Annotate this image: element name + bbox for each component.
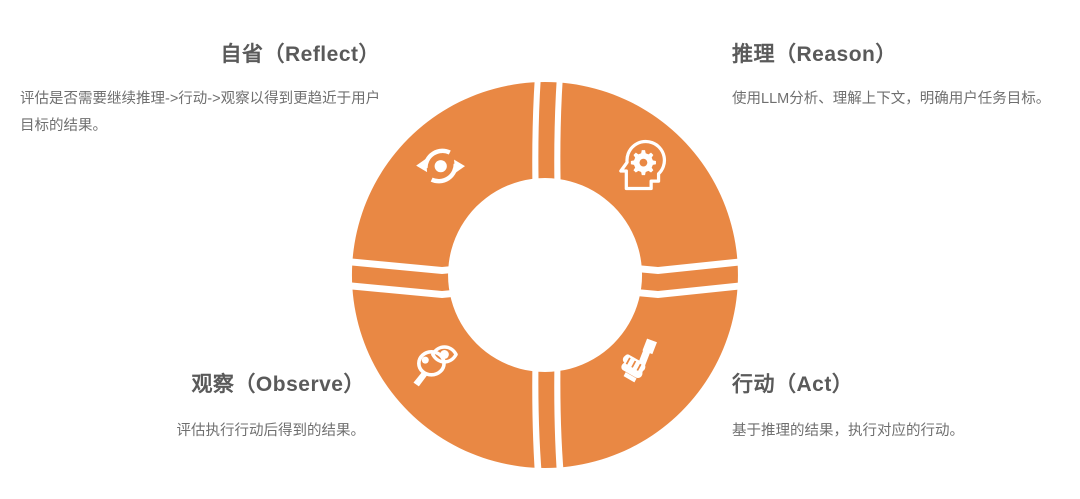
magnifier-eye-icon (413, 345, 458, 387)
ring-segment-group (351, 82, 738, 469)
hand-hammer-icon (621, 338, 657, 383)
stage-block-reflect: 自省（Reflect） 评估是否需要继续推理->行动->观察以得到更趋近于用户目… (20, 42, 380, 140)
stage-block-reason: 推理（Reason） 使用LLM分析、理解上下文，明确用户任务目标。 (732, 42, 1072, 113)
stage-block-observe: 观察（Observe） 评估执行行动后得到的结果。 (20, 372, 366, 445)
stage-title-observe: 观察（Observe） (191, 373, 365, 396)
donut-ring (351, 82, 738, 469)
stage-description-reflect: 评估是否需要继续推理->行动->观察以得到更趋近于用户目标的结果。 (20, 91, 381, 135)
stage-description-observe: 评估执行行动后得到的结果。 (176, 423, 366, 440)
stage-description-act: 基于推理的结果，执行对应的行动。 (732, 423, 964, 440)
refresh-cycle-icon (416, 148, 466, 184)
head-gear-icon (619, 139, 667, 191)
stage-description-reason: 使用LLM分析、理解上下文，明确用户任务目标。 (732, 91, 1051, 108)
cycle-donut-diagram (330, 55, 760, 495)
stage-title-act: 行动（Act） (732, 373, 854, 396)
stage-title-reason: 推理（Reason） (732, 43, 897, 66)
stage-block-act: 行动（Act） 基于推理的结果，执行对应的行动。 (732, 372, 1072, 445)
stage-title-reflect: 自省（Reflect） (220, 43, 380, 66)
